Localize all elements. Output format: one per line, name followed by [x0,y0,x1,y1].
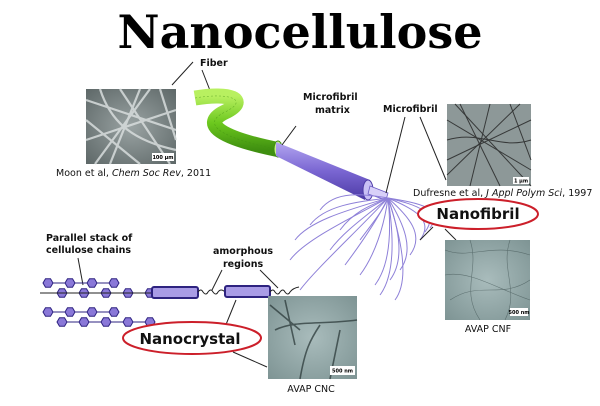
crystalline-rod [151,286,199,299]
fiber-tube [193,88,282,158]
nanofibril-strand [294,197,389,241]
nanofibril-strand [289,197,389,261]
microfibril-matrix-cone [276,142,370,200]
amorphous-region [269,286,300,295]
glucose-ring [78,317,90,327]
leader-line [171,61,194,86]
caption-dufresne: Dufresne et al, J Appl Polym Sci, 1997 [413,188,592,199]
scale-bar-label: 100 µm [152,155,173,161]
label-parallel-stack-2: cellulose chains [46,245,131,256]
glucose-ring [86,278,98,288]
nanofibril-strand [309,197,389,226]
glucose-ring [42,307,54,317]
scale-bar-label: 1 µm [514,179,528,185]
glucose-ring [108,307,120,317]
nanofibril-strand [379,197,393,296]
cnc-micrograph: 500 nm [268,296,358,380]
nanofibril-strand [387,197,408,271]
label-amorphous: amorphous [213,246,273,257]
nanofibril-strand [339,197,389,231]
label-amorphous-2: regions [223,259,263,270]
label-microfibril-matrix-2: matrix [315,105,350,116]
scale-bar-label: 500 nm [509,310,530,316]
nanofibril-strand [359,197,389,276]
label-nanofibril: Nanofibril [436,205,519,223]
label-parallel-stack: Parallel stack of [46,233,133,244]
glucose-ring [86,307,98,317]
glucose-ring [56,317,68,327]
microfibril-micrograph: 1 µm [446,103,532,187]
glucose-ring [108,278,120,288]
nanofibril-strand [359,197,389,241]
glucose-ring [64,307,76,317]
nanofibril-highlight [417,198,539,230]
nanofibril-strand [387,197,417,256]
caption-cnc: AVAP CNC [287,384,335,395]
label-microfibril: Microfibril [383,104,438,115]
cnf-micrograph: 500 nm [444,239,531,321]
crystalline-rod [224,285,271,298]
amorphous-region [197,289,226,295]
nanofibril-strand [319,194,389,211]
nanofibril-strand [299,197,389,291]
glucose-ring [64,278,76,288]
nanofibril-strands [289,194,435,301]
label-microfibril-matrix: Microfibril [303,92,358,103]
caption-cnf: AVAP CNF [465,324,511,335]
nanofibril-strand [374,197,391,286]
glucose-ring [100,317,112,327]
fiber-micrograph: 100 µm [85,88,178,165]
nanocrystal-highlight [122,321,262,355]
nanofibril-strand [329,197,389,251]
caption-moon: Moon et al, Chem Soc Rev, 2011 [56,168,211,179]
glucose-ring [122,317,134,327]
nanofibril-strand [387,197,404,301]
scale-bar-label: 500 nm [332,369,353,375]
page-title: Nanocellulose [118,5,483,59]
label-nanocrystal: Nanocrystal [139,330,240,348]
glucose-ring [42,278,54,288]
label-fiber: Fiber [200,58,228,69]
cellulose-chains [42,278,156,327]
